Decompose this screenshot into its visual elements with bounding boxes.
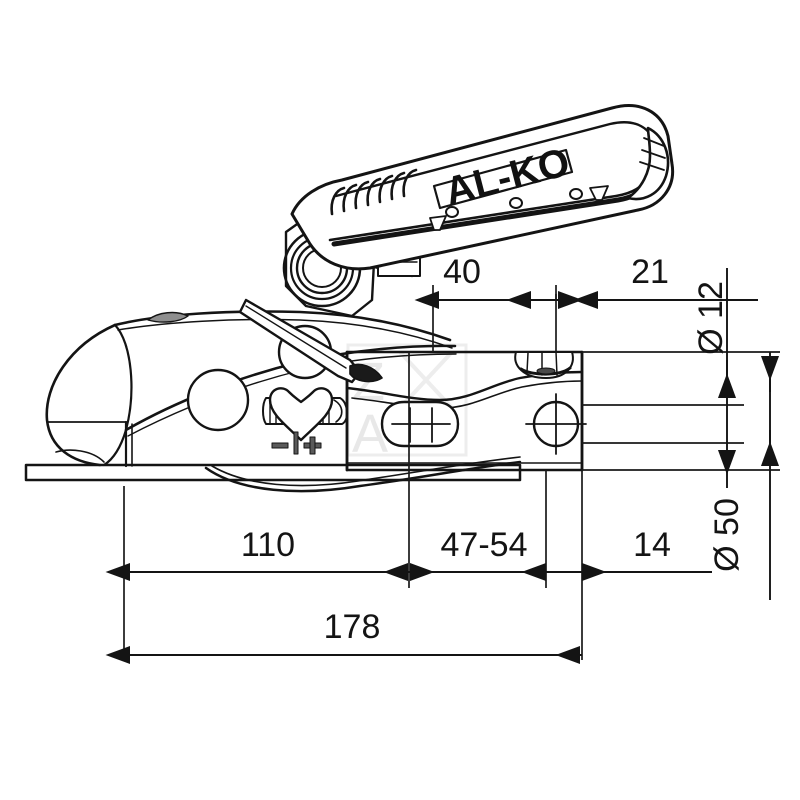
nose-outer-arc: [45, 323, 117, 467]
logo-plate: [432, 148, 574, 210]
handle-rivet-3: [445, 206, 459, 218]
handle-rivet-1: [569, 188, 583, 200]
handle-grip-ribs: [330, 168, 418, 216]
watermark-letter-a: A: [352, 404, 388, 464]
dim-text-d50-group: Ø 50: [708, 498, 746, 572]
linkage-arm-tip: [349, 363, 383, 383]
dim-text-47-54: 47-54: [441, 526, 528, 564]
nose-inner-seam: [102, 323, 133, 467]
minus-symbol-icon: [271, 442, 289, 449]
handle-rivet-2: [509, 197, 523, 209]
handle-support-2: [589, 185, 609, 201]
dim-text-d12: Ø 12: [692, 281, 730, 355]
handle-hook-end: [626, 126, 670, 201]
dim-text-21: 21: [631, 253, 669, 291]
indicator-divider-tick: [293, 431, 299, 455]
handle-hook-rib-2: [641, 149, 666, 159]
nose-bottom-fillet: [55, 449, 105, 463]
shaft-lug-slot: [536, 367, 556, 375]
wear-indicator-assembly: [262, 387, 348, 455]
handle-support-1: [429, 215, 447, 231]
shaft-lug-rib-1: [526, 352, 529, 373]
dim-text-178: 178: [324, 608, 381, 646]
coupling-body-group: [24, 104, 675, 493]
handle-hook-rib-3: [639, 161, 665, 171]
tongue-underside-curve: [204, 460, 522, 493]
linkage-arm-centerline: [245, 305, 347, 369]
shell-top-nub: [147, 311, 189, 323]
dim-text-d50: Ø 50: [708, 498, 746, 572]
wear-indicator-heart: [268, 387, 334, 442]
dim-text-d12-group: Ø 12: [692, 281, 730, 355]
handle-hook-rib-1: [643, 137, 665, 147]
plus-symbol-icon-v: [309, 436, 316, 455]
dim-text-110: 110: [241, 526, 295, 564]
shaft-lug-rib-3: [555, 351, 558, 376]
dimension-text-group: 40 21 110 47-54 14 178 Ø 12 Ø 50: [241, 253, 746, 646]
indicator-right-cap: [333, 399, 343, 423]
dimension-lines-group: [105, 268, 780, 665]
dim-text-40: 40: [443, 253, 481, 291]
head-top-outline-inner: [117, 318, 453, 349]
dim-text-14: 14: [633, 526, 671, 564]
body-boss-circle-large: [186, 368, 250, 432]
